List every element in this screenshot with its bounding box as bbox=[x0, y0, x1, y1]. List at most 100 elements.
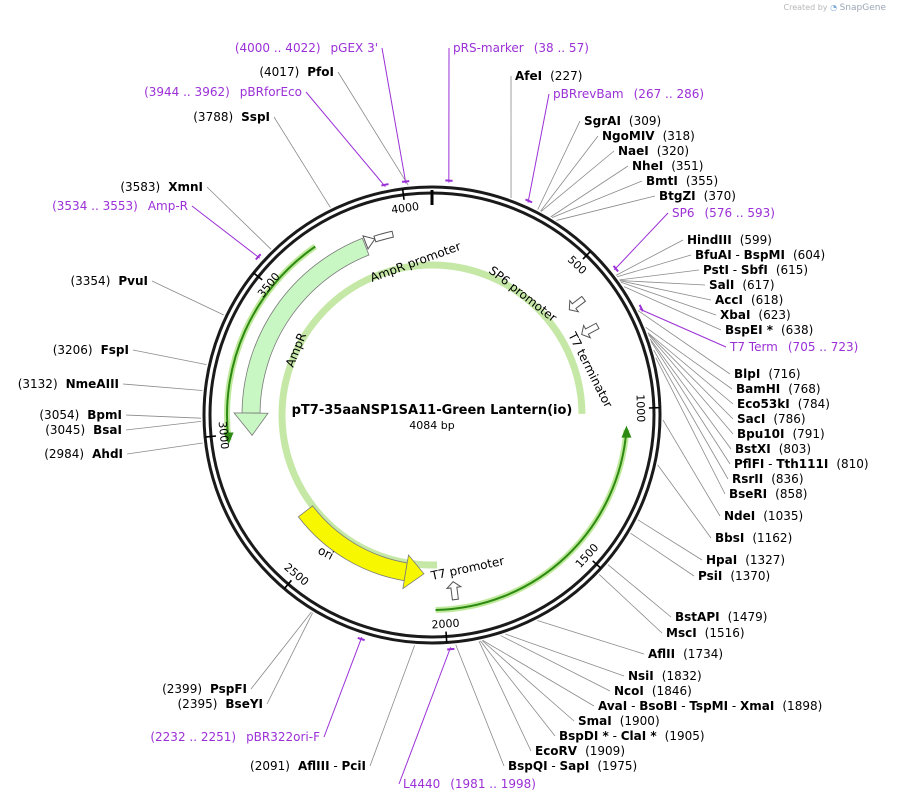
site-label-eco53ki: Eco53kI(784) bbox=[737, 397, 830, 411]
insert-arrowhead-right bbox=[621, 425, 632, 438]
site-label-saci: SacI(786) bbox=[737, 412, 806, 426]
tick-mark-2000 bbox=[445, 631, 448, 643]
site-leader-xmni bbox=[206, 186, 272, 250]
primer-leader-l4440 bbox=[398, 647, 452, 785]
ori-body bbox=[297, 505, 408, 582]
tick-label-2000: 2000 bbox=[431, 617, 460, 632]
site-label-bpu10i: Bpu10I(791) bbox=[737, 427, 825, 441]
t7-terminator-arrow bbox=[581, 322, 600, 339]
site-label-bfuai: BfuAI - BspMI(604) bbox=[695, 248, 825, 262]
site-leader-ecorv bbox=[478, 641, 532, 752]
site-leader-pspfi bbox=[250, 611, 312, 690]
site-label-bamhi: BamHI(768) bbox=[736, 382, 821, 396]
site-leader-fspi bbox=[132, 349, 207, 365]
site-label-bseyi: (2395)BseYI bbox=[178, 697, 264, 711]
ori-arrowhead bbox=[402, 554, 425, 590]
site-label-ecorv: EcoRV(1909) bbox=[535, 744, 625, 758]
primer-label-prs-marker: pRS-marker(38 .. 57) bbox=[453, 41, 589, 55]
site-label-smai: SmaI(1900) bbox=[578, 714, 660, 728]
leader-lines bbox=[122, 47, 734, 785]
site-leader-bfuai bbox=[616, 254, 692, 278]
site-label-xmni: (3583)XmnI bbox=[120, 180, 203, 194]
primer-label-l4440: L4440(1981 .. 1998) bbox=[403, 777, 536, 791]
site-leader-rsrii bbox=[653, 349, 729, 480]
credit-prefix: Created by bbox=[783, 3, 828, 12]
site-leader-bbsi bbox=[657, 464, 712, 539]
site-leader-smai bbox=[481, 640, 575, 722]
site-leader-eco53ki bbox=[647, 332, 734, 405]
site-label-pspfi: (2399)PspFI bbox=[162, 682, 247, 696]
site-leader-blpi bbox=[637, 310, 731, 375]
primer-label-t7-term: T7 Term(705 .. 723) bbox=[729, 340, 858, 354]
tick-mark-500 bbox=[582, 250, 592, 260]
site-label-avai: AvaI - BsoBI - TspMI - XmaI(1898) bbox=[598, 699, 822, 713]
primer-label-pbrforeco: (3944 .. 3962)pBRforEco bbox=[144, 85, 302, 99]
insert-arc-right bbox=[435, 429, 628, 611]
primer-label-amp-r: (3534 .. 3553)Amp-R bbox=[52, 199, 188, 213]
primer-mark-t7-term bbox=[638, 304, 644, 312]
site-leader-nsii bbox=[505, 633, 625, 677]
primer-leader-pbr322ori-f bbox=[323, 636, 363, 738]
site-leader-sali bbox=[619, 280, 706, 286]
site-leader-btgzi bbox=[556, 195, 656, 221]
site-label-sgrai: SgrAI(309) bbox=[584, 114, 661, 128]
feature-label-ampr: AmpR bbox=[283, 331, 309, 369]
features bbox=[223, 179, 644, 651]
site-leader-bmti bbox=[551, 180, 643, 218]
site-label-sali: SalI(617) bbox=[709, 278, 775, 292]
site-label-afliii: (2091)AflIII - PciI bbox=[250, 759, 366, 773]
ampr-arrowhead bbox=[233, 412, 269, 436]
tick-label-3000: 3000 bbox=[216, 421, 232, 450]
site-label-hindiii: HindIII(599) bbox=[687, 233, 772, 247]
primer-mark-amp-r bbox=[255, 253, 262, 261]
site-label-rsrii: RsrII(836) bbox=[732, 472, 804, 486]
site-label-aflii: AflII(1734) bbox=[648, 647, 723, 661]
primer-leader-pbrforeco bbox=[305, 91, 386, 188]
primer-label-pbr322ori-f: (2232 .. 2251)pBR322ori-F bbox=[150, 730, 320, 744]
tick-label-1000: 1000 bbox=[633, 394, 647, 422]
primer-mark-pbr322ori-f bbox=[357, 637, 365, 642]
site-label-bbsi: BbsI(1162) bbox=[715, 531, 792, 545]
primer-mark-prs-marker bbox=[445, 179, 453, 182]
site-leader-acci bbox=[619, 280, 712, 301]
tick-mark-3500 bbox=[253, 272, 263, 281]
site-leader-ngomiv bbox=[540, 135, 599, 212]
site-label-afei: AfeI(227) bbox=[515, 69, 582, 83]
primer-mark-l4440 bbox=[447, 647, 455, 651]
site-label-ndei: NdeI(1035) bbox=[724, 509, 803, 523]
site-leader-bseri bbox=[655, 357, 726, 495]
site-label-bspei: BspEI *(638) bbox=[725, 323, 813, 337]
plasmid-length: 4084 bp bbox=[409, 419, 454, 432]
site-leader-hindiii bbox=[615, 239, 684, 276]
plasmid-title: pT7-35aaNSP1SA11-Green Lantern(io) bbox=[292, 403, 573, 418]
site-label-ahdi: (2984)AhdI bbox=[44, 447, 123, 461]
site-label-fspi: (3206)FspI bbox=[53, 343, 129, 357]
tick-mark-1500 bbox=[592, 560, 602, 569]
site-leader-psii bbox=[630, 532, 695, 577]
primer-label-sp6: SP6(576 .. 593) bbox=[672, 206, 775, 220]
site-leader-bsai bbox=[125, 420, 202, 431]
primer-leader-pbrrevbam bbox=[527, 93, 550, 203]
site-leader-bspqi bbox=[455, 644, 505, 767]
site-leader-psti bbox=[619, 269, 700, 281]
site-leader-pvui bbox=[151, 280, 224, 316]
site-leader-sspi bbox=[273, 116, 331, 208]
ampr-promoter-arrow bbox=[362, 235, 376, 250]
site-label-pflfi: PflFI - Tth111I(810) bbox=[734, 457, 869, 471]
site-leader-ncoi bbox=[500, 635, 611, 692]
site-label-bstxi: BstXI(803) bbox=[735, 442, 811, 456]
site-label-msci: MscI(1516) bbox=[666, 626, 745, 640]
site-leader-bpmi bbox=[125, 414, 202, 419]
primer-label-pgex-3: (4000 .. 4022)pGEX 3' bbox=[235, 41, 378, 55]
site-label-pfoi: (4017)PfoI bbox=[259, 65, 334, 79]
site-leader-bstxi bbox=[649, 338, 732, 450]
site-label-nsii: NsiI(1832) bbox=[628, 669, 702, 683]
site-leader-afliii bbox=[369, 645, 415, 767]
snapgene-credit: Created by ◔ SnapGene bbox=[784, 3, 887, 13]
site-leader-ahdi bbox=[126, 442, 203, 455]
site-leader-aflii bbox=[537, 620, 645, 655]
site-label-naei: NaeI(320) bbox=[618, 144, 689, 158]
tick-mark-4000 bbox=[401, 188, 405, 200]
site-label-hpai: HpaI(1327) bbox=[706, 553, 785, 567]
